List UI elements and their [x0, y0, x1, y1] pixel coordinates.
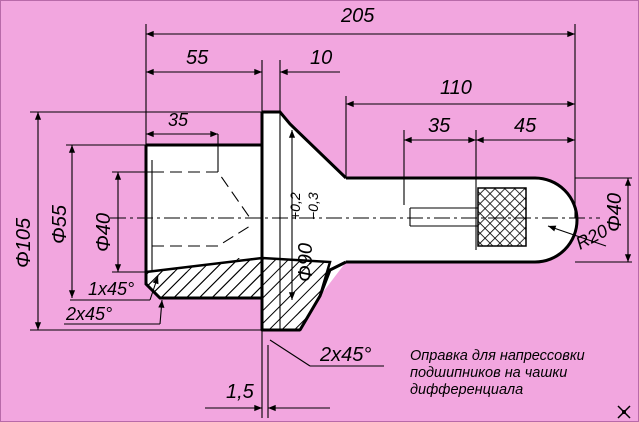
dim-dia-outer: Φ105 — [13, 217, 35, 268]
caption-line-3: дифференциала — [410, 382, 523, 398]
caption-line-2: подшипников на чашки — [410, 365, 567, 381]
mandrel-body — [144, 110, 579, 332]
corner-mark-icon — [617, 405, 631, 419]
dim-dia-55: Φ55 — [49, 204, 71, 244]
dim-shaft-segment-1: 35 — [428, 115, 451, 137]
shaft — [346, 178, 577, 262]
caption-line-1: Оправка для напрессовки — [410, 348, 585, 364]
dim-shaft-segment-2: 45 — [514, 115, 537, 137]
dim-small-offset: 1,5 — [226, 381, 255, 403]
dim-dia-90-tol-lower: −0,3 — [305, 192, 321, 220]
dim-dia-90-tol-upper: +0,2 — [287, 192, 303, 220]
dim-chamfer-1x45: 1x45° — [88, 279, 134, 299]
dimension-lines — [30, 24, 632, 418]
knurled-area — [477, 187, 527, 247]
dim-overall-length: 205 — [340, 5, 375, 27]
dim-chamfer-2x45-left: 2x45° — [65, 304, 112, 324]
dim-chamfer-2x45-flange: 2x45° — [319, 344, 371, 366]
dim-shaft-length: 110 — [440, 77, 472, 99]
dim-flange-offset: 55 — [186, 47, 209, 69]
dim-flange-width: 10 — [310, 47, 332, 69]
dim-dia-40-bore: Φ40 — [93, 213, 115, 252]
dim-dia-40-shaft: Φ40 — [604, 193, 626, 232]
dim-bore-depth: 35 — [168, 110, 189, 130]
dim-dia-90: Φ90 — [295, 243, 317, 282]
